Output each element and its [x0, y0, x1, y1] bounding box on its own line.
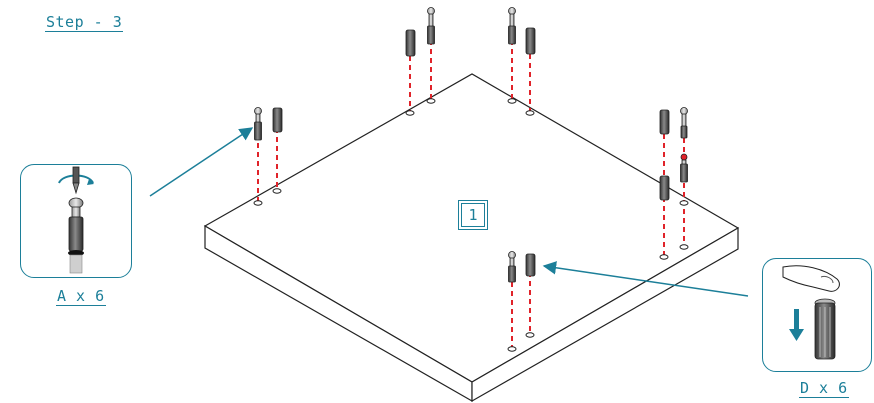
- wooden-dowel-icon: [525, 27, 536, 55]
- down-arrow-icon: [789, 309, 804, 341]
- callout-cam-bolt: [20, 164, 132, 278]
- cam-bolt-icon: [254, 107, 262, 141]
- cam-bolt-icon: [680, 153, 688, 183]
- board-panel: [203, 73, 740, 403]
- hole: [679, 200, 689, 206]
- hole: [272, 188, 282, 194]
- board-holes: [253, 98, 689, 352]
- wooden-dowel-icon: [814, 298, 836, 360]
- wooden-dowel-icon: [525, 253, 536, 277]
- step-title: Step - 3: [45, 13, 124, 32]
- hole: [679, 244, 689, 250]
- hole: [507, 346, 517, 352]
- cam-bolt-icon: [680, 107, 688, 139]
- wooden-dowel-icon: [659, 109, 670, 135]
- dowels: [272, 27, 670, 277]
- panel-number: 1: [461, 203, 485, 227]
- hole: [525, 332, 535, 338]
- callout-dowel: [762, 258, 872, 372]
- wooden-dowel-icon: [405, 29, 416, 57]
- cam-bolts: [254, 7, 688, 283]
- hole: [525, 110, 535, 116]
- board-right-face: [471, 226, 739, 403]
- pointer-arrow-a: [149, 127, 254, 197]
- hole: [507, 98, 517, 104]
- callout-label-a: A x 6: [56, 287, 106, 306]
- finger-press-icon: [782, 265, 840, 292]
- cam-bolt-icon: [68, 197, 84, 274]
- cam-bolt-icon: [508, 7, 516, 45]
- hole: [253, 200, 263, 206]
- hole: [405, 110, 415, 116]
- wooden-dowel-icon: [659, 175, 670, 201]
- callout-label-d: D x 6: [799, 379, 849, 398]
- panel-number-badge: 1: [458, 200, 488, 230]
- cam-bolt-icon: [508, 251, 516, 283]
- cam-bolt-icon: [427, 7, 435, 45]
- hole: [426, 98, 436, 104]
- pointer-arrow-d: [542, 261, 749, 297]
- screwdriver-icon: [58, 166, 94, 195]
- wooden-dowel-icon: [272, 107, 283, 133]
- hole: [659, 254, 669, 260]
